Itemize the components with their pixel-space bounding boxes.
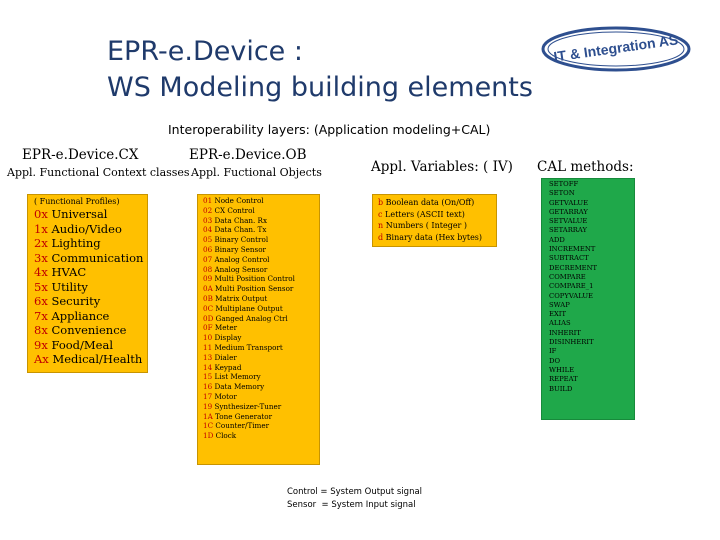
cx-subtitle: Appl. Functional Context classes [7, 166, 190, 179]
list-item: 06 Binary Sensor [203, 244, 266, 254]
list-item: 2x Lighting [34, 236, 101, 250]
control-definition-note: Control = System Output signal [287, 487, 423, 497]
list-item: 8x Convenience [34, 323, 127, 337]
list-item: ALIAS [549, 319, 571, 328]
list-item: 17 Motor [203, 391, 237, 401]
interoperability-layers-label: Interoperability layers: (Application mo… [168, 122, 491, 137]
list-item: 11 Medium Transport [203, 342, 283, 352]
list-item: 01 Node Control [203, 196, 264, 205]
list-item: 16 Data Memory [203, 382, 265, 392]
list-item: DECREMENT [549, 263, 598, 272]
list-item: d Binary data (Hex bytes) [378, 232, 483, 242]
cal-methods-box: SETOFF SETON GETVALUE GETARRAY SETVALUE … [541, 178, 635, 420]
list-item: DO [549, 356, 561, 365]
list-item: DISINHERIT [549, 338, 594, 347]
list-item: IF [549, 347, 557, 356]
list-item: SWAP [549, 300, 570, 309]
list-item: COPYVALUE [549, 291, 594, 300]
functional-objects-box: 01 Node Control 02 CX Control 03 Data Ch… [197, 194, 320, 465]
list-item: n Numbers ( Integer ) [378, 221, 468, 230]
slide-title: EPR-e.Device : WS Modeling building elem… [107, 34, 533, 106]
list-item: c Letters (ASCII text) [378, 209, 465, 219]
list-item: 6x Security [34, 294, 101, 308]
cx-title: EPR-e.Device.CX [22, 147, 139, 163]
list-item: b Boolean data (On/Off) [378, 198, 475, 207]
functional-context-classes-box: ( Functional Profiles) 0x Universal 1x A… [27, 194, 148, 373]
list-item: 07 Analog Control [203, 254, 270, 264]
list-item: 1D Clock [203, 431, 237, 441]
list-item: 13 Dialer [203, 352, 237, 362]
list-item: 9x Food/Meal [34, 337, 114, 352]
list-item: 0B Matrix Output [203, 293, 268, 303]
list-item: 4x HVAC [34, 265, 87, 279]
list-item: SETOFF [549, 180, 579, 188]
list-item: 05 Binary Control [203, 235, 269, 245]
list-item: 19 Synthesizer-Tuner [203, 401, 282, 411]
list-item: 0C Multiplane Output [203, 303, 283, 313]
list-item: 1x Audio/Video [34, 221, 122, 236]
application-variables-box: b Boolean data (On/Off) c Letters (ASCII… [372, 194, 497, 247]
list-item: INHERIT [549, 328, 581, 337]
cal-method-list: SETOFF SETON GETVALUE GETARRAY SETVALUE … [549, 180, 597, 394]
list-item: 1A Tone Generator [203, 411, 273, 421]
list-item: WHILE [549, 365, 575, 374]
list-item: REPEAT [549, 375, 578, 384]
list-item: 5x Utility [34, 279, 88, 294]
list-item: 14 Keypad [203, 362, 242, 372]
list-item: SETARRAY [549, 226, 588, 235]
cx-class-list: 0x Universal 1x Audio/Video 2x Lighting … [34, 207, 143, 367]
slide-title-line-2: WS Modeling building elements [107, 72, 533, 103]
list-item: 10 Display [203, 333, 242, 343]
it-integration-logo: IT & Integration AS [541, 26, 691, 72]
list-item: Ax Medical/Health [34, 352, 143, 366]
list-item: SETVALUE [549, 217, 588, 226]
list-item: 0x Universal [34, 207, 108, 221]
list-item: SETON [549, 189, 575, 198]
list-item: 04 Data Chan. Tx [203, 225, 267, 235]
ob-title: EPR-e.Device.OB [189, 147, 307, 163]
list-item: ADD [549, 235, 565, 244]
cal-title: CAL methods: [537, 159, 634, 175]
list-item: 02 CX Control [203, 205, 255, 215]
list-item: 7x Appliance [34, 308, 110, 323]
sensor-definition-note: Sensor = System Input signal [287, 500, 416, 510]
iv-title: Appl. Variables: ( IV) [371, 159, 513, 175]
list-item: 08 Analog Sensor [203, 264, 268, 274]
list-item: 09 Multi Position Control [203, 274, 295, 284]
ob-object-list: 01 Node Control 02 CX Control 03 Data Ch… [203, 196, 295, 441]
functional-profiles-header: ( Functional Profiles) [34, 197, 120, 206]
slide-title-line-1: EPR-e.Device : [107, 36, 303, 67]
list-item: SUBTRACT [549, 254, 589, 263]
list-item: 3x Communication [34, 250, 144, 265]
list-item: EXIT [549, 310, 567, 319]
list-item: BUILD [549, 384, 573, 393]
list-item: 0A Multi Position Sensor [203, 284, 294, 294]
list-item: 15 List Memory [203, 372, 261, 382]
list-item: INCREMENT [549, 245, 596, 254]
list-item: 03 Data Chan. Rx [203, 215, 268, 225]
ob-subtitle: Appl. Fuctional Objects [191, 166, 322, 179]
list-item: 1C Counter/Timer [203, 421, 270, 431]
iv-variable-list: b Boolean data (On/Off) c Letters (ASCII… [378, 197, 482, 243]
list-item: 0F Meter [203, 323, 238, 333]
list-item: COMPARE [549, 272, 586, 281]
list-item: COMPARE_1 [549, 282, 594, 291]
list-item: GETARRAY [549, 207, 588, 216]
list-item: 0D Ganged Analog Ctrl [203, 313, 288, 323]
list-item: GETVALUE [549, 198, 589, 207]
